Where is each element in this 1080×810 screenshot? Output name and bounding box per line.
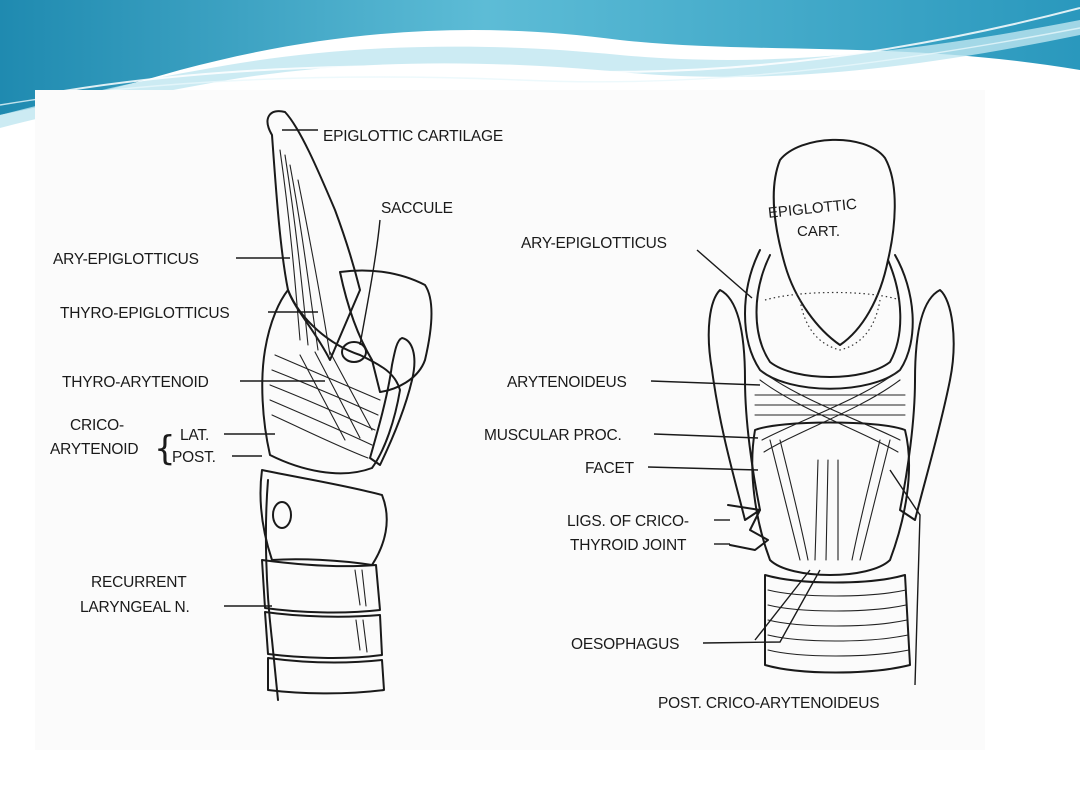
label-ligs-line1: LIGS. OF CRICO- xyxy=(567,513,689,530)
label-epiglottic-cartilage: EPIGLOTTIC CARTILAGE xyxy=(323,128,503,145)
label-post: POST. xyxy=(172,449,216,466)
label-crico-line2: ARYTENOID xyxy=(50,441,138,458)
lateral-leader-lines xyxy=(224,129,381,607)
figure-panel xyxy=(35,90,985,750)
label-saccule: SACCULE xyxy=(381,200,453,217)
header-wave-decoration xyxy=(0,0,1080,128)
lateral-larynx-drawing xyxy=(259,110,433,701)
label-crico-line1: CRICO- xyxy=(70,417,124,434)
label-recurrent-line1: RECURRENT xyxy=(91,574,187,591)
posterior-labels: EPIGLOTTIC CART. ARY-EPIGLOTTICUS ARYTEN… xyxy=(484,196,880,712)
label-ary-epiglotticus-lateral: ARY-EPIGLOTTICUS xyxy=(53,251,199,268)
label-muscular-proc: MUSCULAR PROC. xyxy=(484,427,622,444)
posterior-larynx-drawing xyxy=(707,138,955,674)
label-epiglottic-cart-line2: CART. xyxy=(797,223,840,240)
label-ligs-line2: THYROID JOINT xyxy=(570,537,687,554)
label-thyro-epiglotticus: THYRO-EPIGLOTTICUS xyxy=(60,305,230,322)
crico-brace: { xyxy=(154,429,176,469)
label-oesophagus: OESOPHAGUS xyxy=(571,636,679,653)
posterior-leader-lines xyxy=(647,249,921,686)
label-arytenoideus: ARYTENOIDEUS xyxy=(507,374,627,391)
label-lat: LAT. xyxy=(180,427,209,444)
lateral-labels: EPIGLOTTIC CARTILAGE SACCULE ARY-EPIGLOT… xyxy=(50,128,503,616)
label-recurrent-line2: LARYNGEAL N. xyxy=(80,599,190,616)
label-facet: FACET xyxy=(585,460,635,477)
label-thyro-arytenoid: THYRO-ARYTENOID xyxy=(62,374,209,391)
label-ary-epiglotticus-posterior: ARY-EPIGLOTTICUS xyxy=(521,235,667,252)
label-epiglottic-cart-line1: EPIGLOTTIC xyxy=(767,196,858,222)
label-post-crico-arytenoideus: POST. CRICO-ARYTENOIDEUS xyxy=(658,695,879,712)
